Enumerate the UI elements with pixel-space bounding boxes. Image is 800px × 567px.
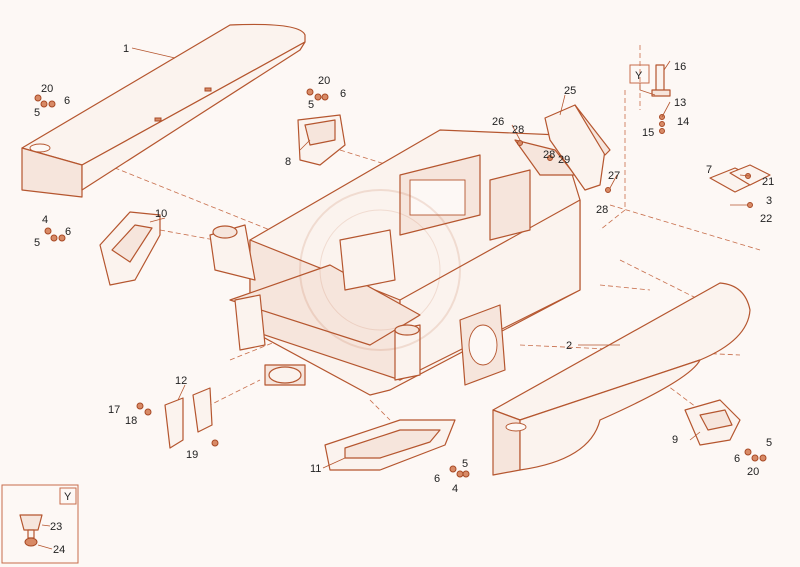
callout-20b: 20 <box>318 75 330 87</box>
callout-24: 24 <box>53 544 65 556</box>
callout-28b: 28 <box>543 149 555 161</box>
fasteners <box>34 88 767 478</box>
callout-1: 1 <box>123 43 129 55</box>
callout-25: 25 <box>564 85 576 97</box>
variant-tag-bottom: Y <box>64 491 72 503</box>
callout-28c: 28 <box>596 204 608 216</box>
callout-20c: 20 <box>747 466 759 478</box>
callout-labels: 1 2 3 4 4 5 5 5 5 5 6 6 6 6 6 7 8 9 10 1… <box>34 43 774 556</box>
callout-13: 13 <box>674 97 686 109</box>
part-7-plate <box>709 164 771 193</box>
part-9-bracket <box>684 399 741 446</box>
callout-29: 29 <box>558 154 570 166</box>
callout-5e: 5 <box>766 437 772 449</box>
callout-6e: 6 <box>734 453 740 465</box>
callout-5b: 5 <box>308 99 314 111</box>
watermark-logo <box>299 189 461 351</box>
callout-20a: 20 <box>41 83 53 95</box>
callout-6c: 6 <box>65 226 71 238</box>
leader-lines <box>131 47 751 469</box>
callout-17: 17 <box>108 404 120 416</box>
callout-4: 4 <box>42 214 48 226</box>
part-8-bracket <box>297 114 346 166</box>
callout-5c: 5 <box>34 237 40 249</box>
callout-27: 27 <box>608 170 620 182</box>
callout-6a: 6 <box>64 95 70 107</box>
callout-4b: 4 <box>452 483 458 495</box>
callout-18: 18 <box>125 415 137 427</box>
part-10-bracket <box>99 211 161 286</box>
callout-11: 11 <box>310 463 321 475</box>
main-frame <box>209 129 581 396</box>
variant-tag-top: Y <box>635 70 643 82</box>
callout-8: 8 <box>285 156 291 168</box>
callout-3: 3 <box>766 195 772 207</box>
part-2-right-cover <box>492 282 751 476</box>
callout-6d: 6 <box>434 473 440 485</box>
callout-5a: 5 <box>34 107 40 119</box>
callout-23: 23 <box>50 521 62 533</box>
callout-12: 12 <box>175 375 187 387</box>
callout-22: 22 <box>760 213 772 225</box>
callout-15: 15 <box>642 127 654 139</box>
callout-10: 10 <box>155 208 167 220</box>
callout-19: 19 <box>186 449 198 461</box>
callout-28a: 28 <box>512 124 524 136</box>
callout-14: 14 <box>677 116 689 128</box>
variant-frame-top <box>629 64 656 96</box>
callout-7: 7 <box>706 164 712 176</box>
callout-2: 2 <box>566 340 572 352</box>
part-23-24-detail <box>19 514 53 550</box>
part-11-step <box>324 419 456 471</box>
callout-5d: 5 <box>462 458 468 470</box>
callout-21: 21 <box>762 176 774 188</box>
part-1-left-cover <box>21 23 306 198</box>
variant-frame-bottom <box>1 484 79 564</box>
part-25-guard <box>544 104 611 191</box>
part-12-brackets <box>164 387 213 449</box>
callout-9: 9 <box>672 434 678 446</box>
part-16-pin <box>651 64 671 97</box>
callout-16: 16 <box>674 61 686 73</box>
callout-6b: 6 <box>340 88 346 100</box>
callout-26: 26 <box>492 116 504 128</box>
